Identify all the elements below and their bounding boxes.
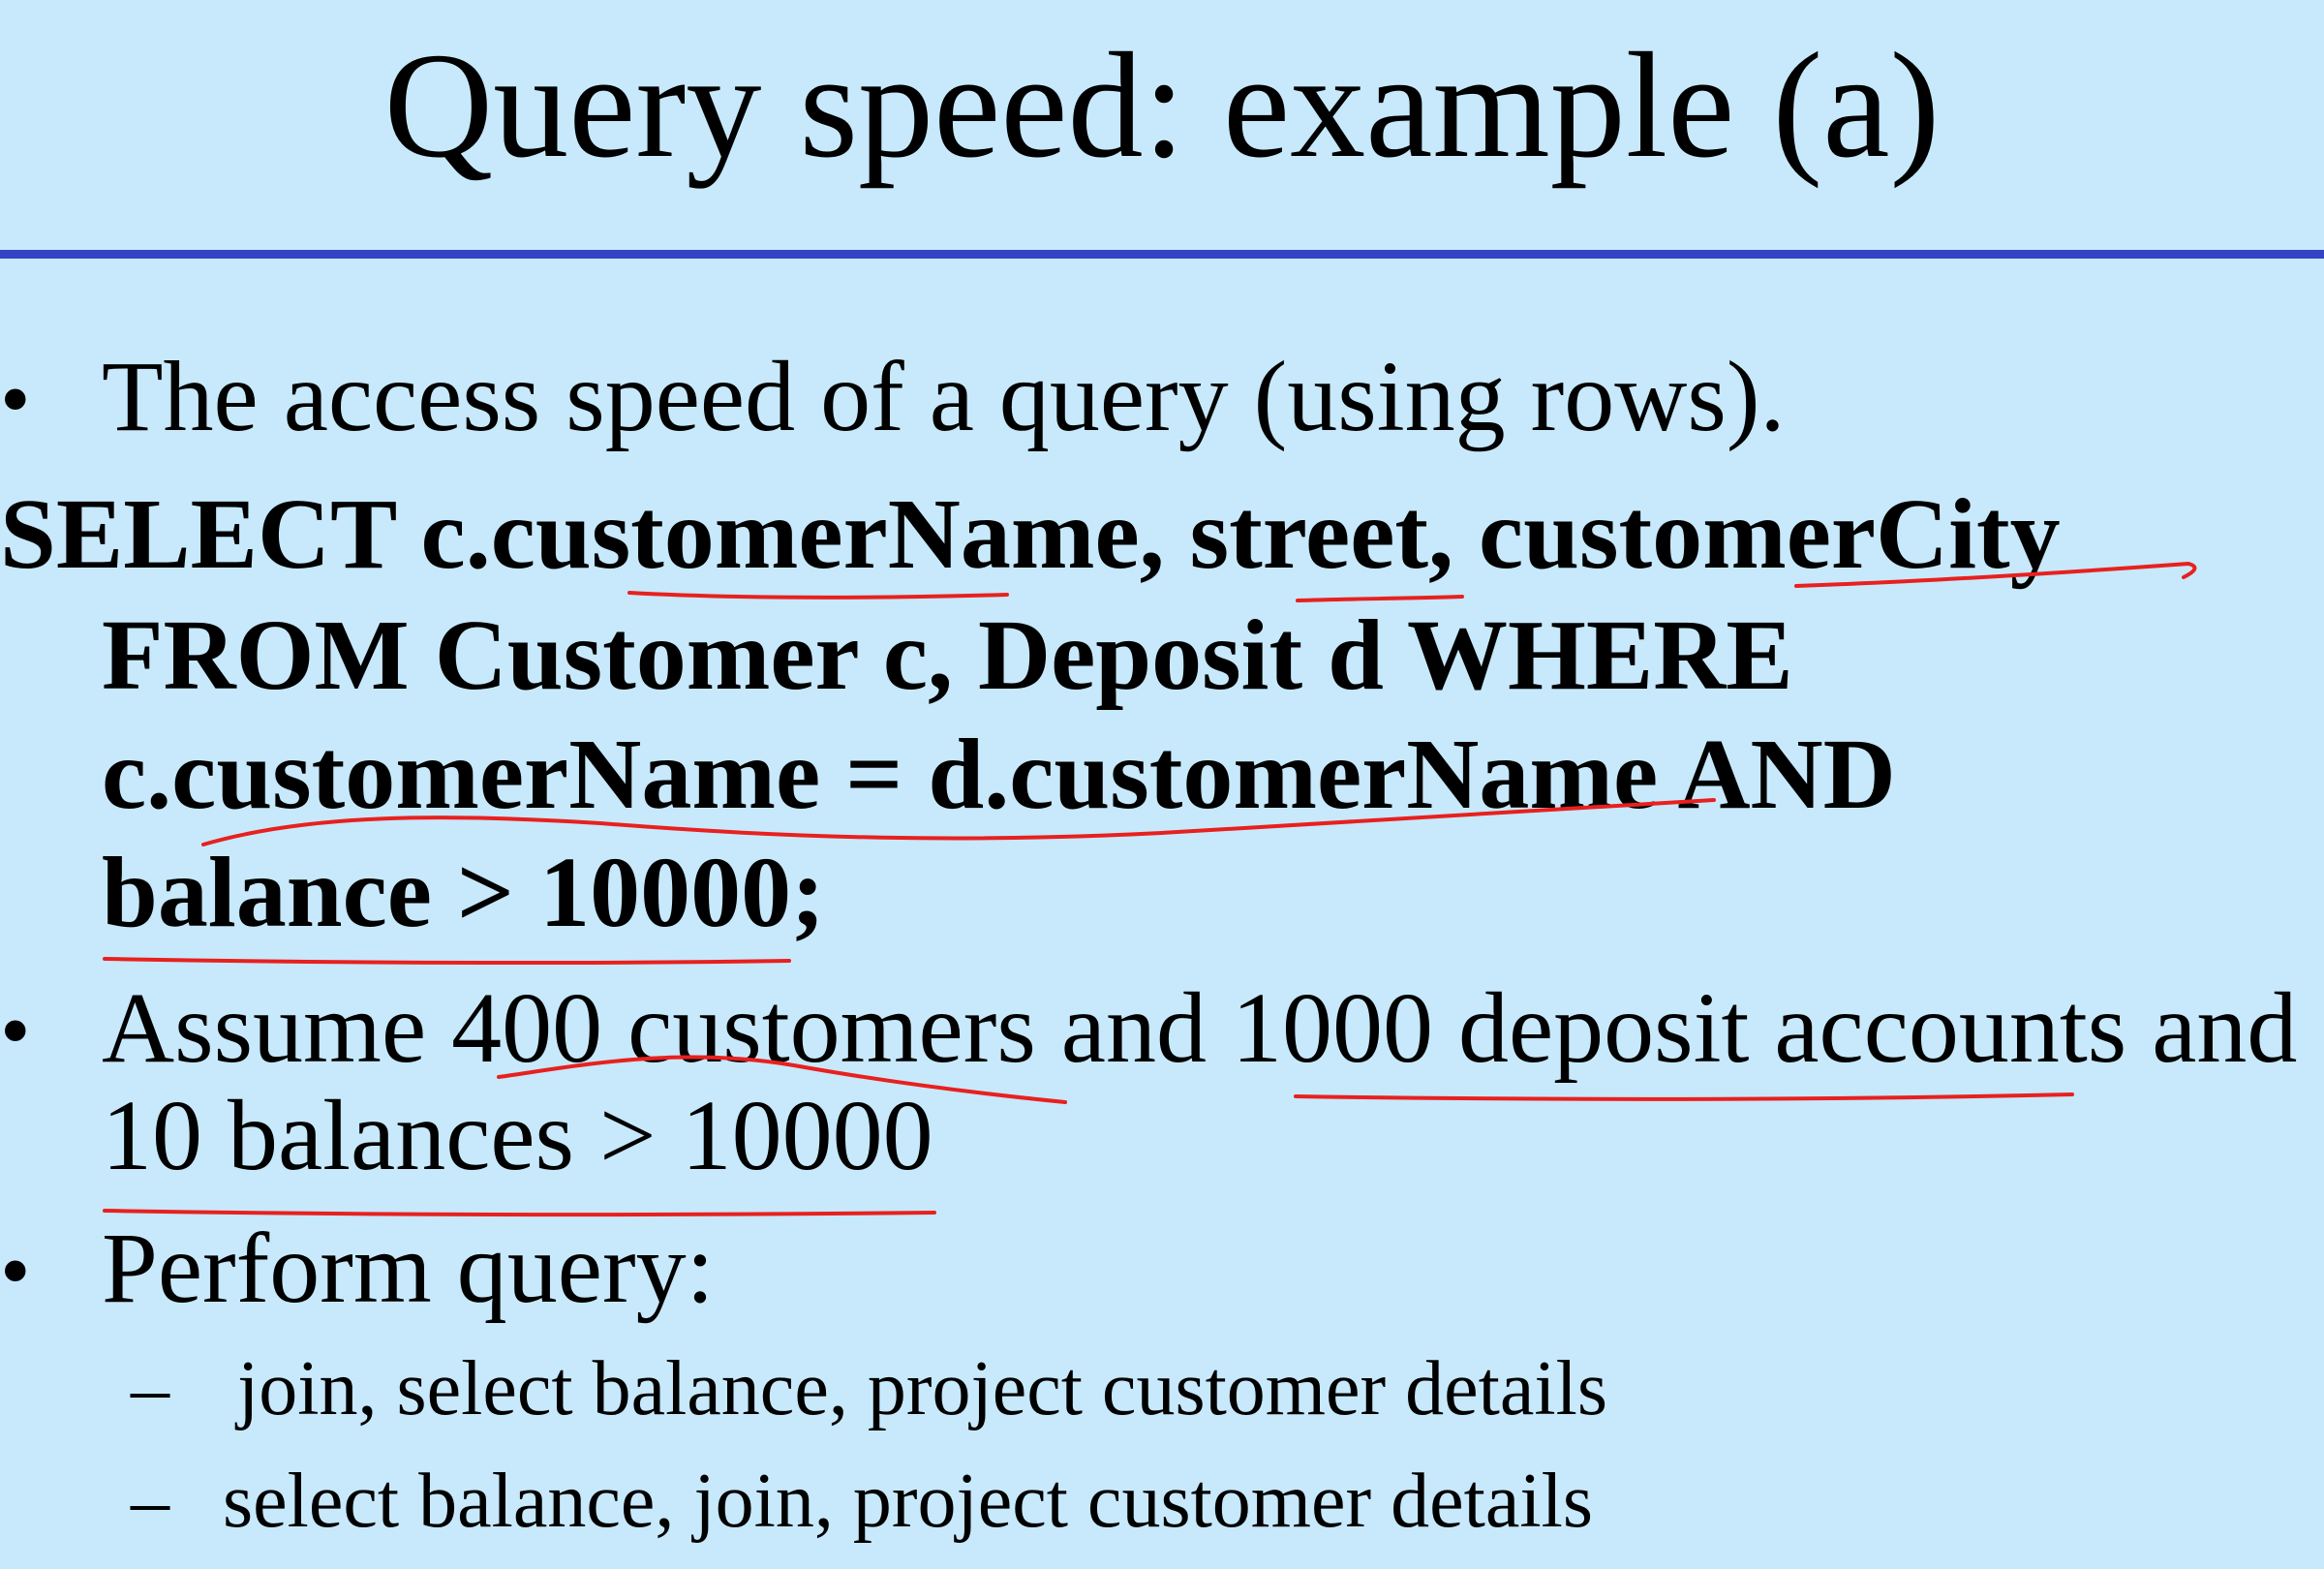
bullet-marker-1: • — [0, 352, 31, 447]
underline-balance-condition — [103, 957, 791, 966]
sub-dash-1: – — [131, 1346, 169, 1431]
bullet-marker-3: • — [0, 1223, 31, 1319]
sql-line-2: FROM Customer c, Deposit d WHERE — [102, 600, 1793, 711]
underline-deposit-accounts — [1294, 1092, 2074, 1101]
sub-item-1: join, select balance, project customer d… — [237, 1346, 1607, 1431]
bullet-text-1: The access speed of a query (using rows)… — [102, 341, 1786, 452]
bullet-marker-2: • — [0, 983, 31, 1079]
bullet-text-2-line-1: Assume 400 customers and 1000 deposit ac… — [102, 972, 2298, 1084]
sub-dash-2: – — [131, 1459, 169, 1544]
bullet-text-3: Perform query: — [102, 1213, 715, 1324]
slide-title: Query speed: example (a) — [383, 21, 1941, 189]
title-divider — [0, 250, 2324, 259]
sub-item-2: select balance, join, project customer d… — [223, 1459, 1593, 1544]
sql-line-1: SELECT c.customerName, street, customerC… — [0, 478, 2061, 590]
sql-line-4: balance > 10000; — [102, 837, 825, 948]
sql-line-3: c.customerName = d.customerName AND — [102, 719, 1896, 830]
bullet-text-2-line-2: 10 balances > 10000 — [102, 1080, 933, 1191]
